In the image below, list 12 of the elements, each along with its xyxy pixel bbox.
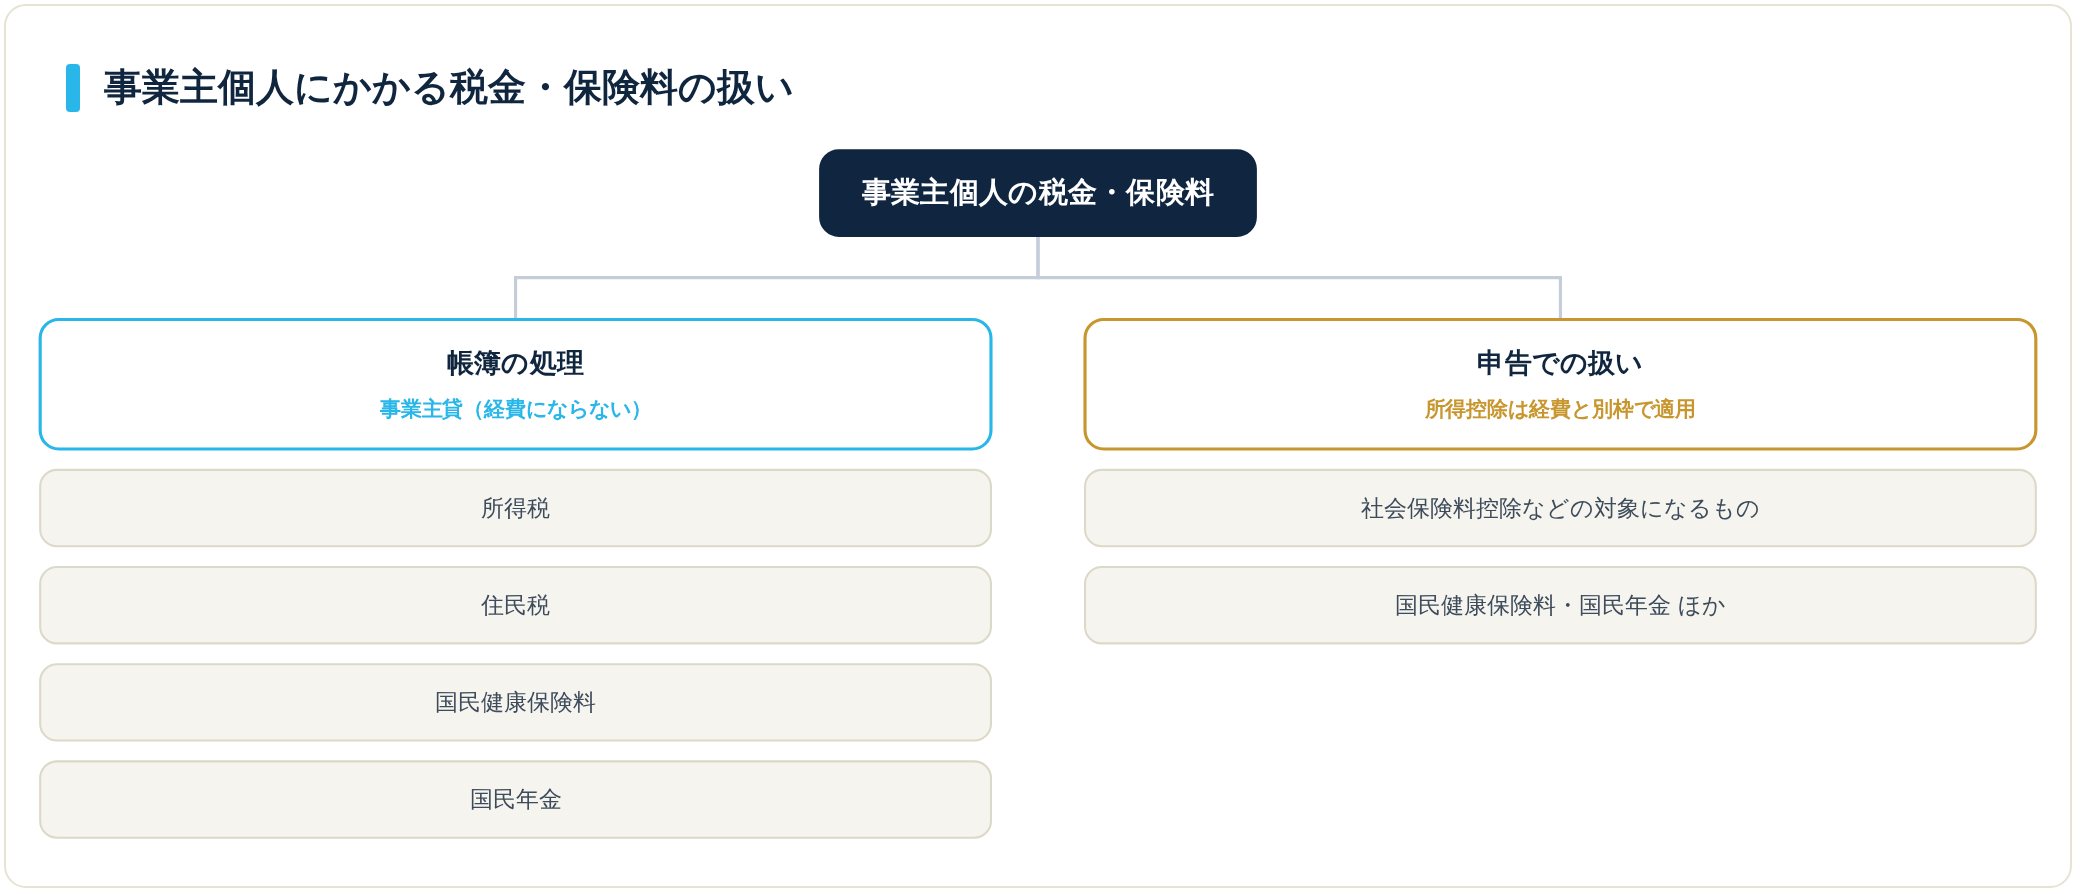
node-box [39,468,993,548]
node-box [1083,317,2038,451]
node-box [39,566,993,645]
connector [1036,235,1562,320]
diagram-card: 事業主個人にかかる税金・保険料の扱い 事業主個人の税金・保険料 帳簿の処理 事業主貸（経費にならない） 所得税 住民税 国民健康保険料 国民年金 申告での扱い 所得控除は経費と別枠で適用 社会保険料控除などの対象になるもの 国民健康保険料・国民年金 ほか [4,4,2072,888]
node-box [819,149,1257,237]
node-box [39,760,993,839]
diagram-title: 事業主個人にかかる税金・保険料の扱い [104,65,794,111]
node-box [1083,566,2037,645]
node-box [39,663,993,742]
node-box [38,317,993,451]
node-box [1083,468,2037,548]
